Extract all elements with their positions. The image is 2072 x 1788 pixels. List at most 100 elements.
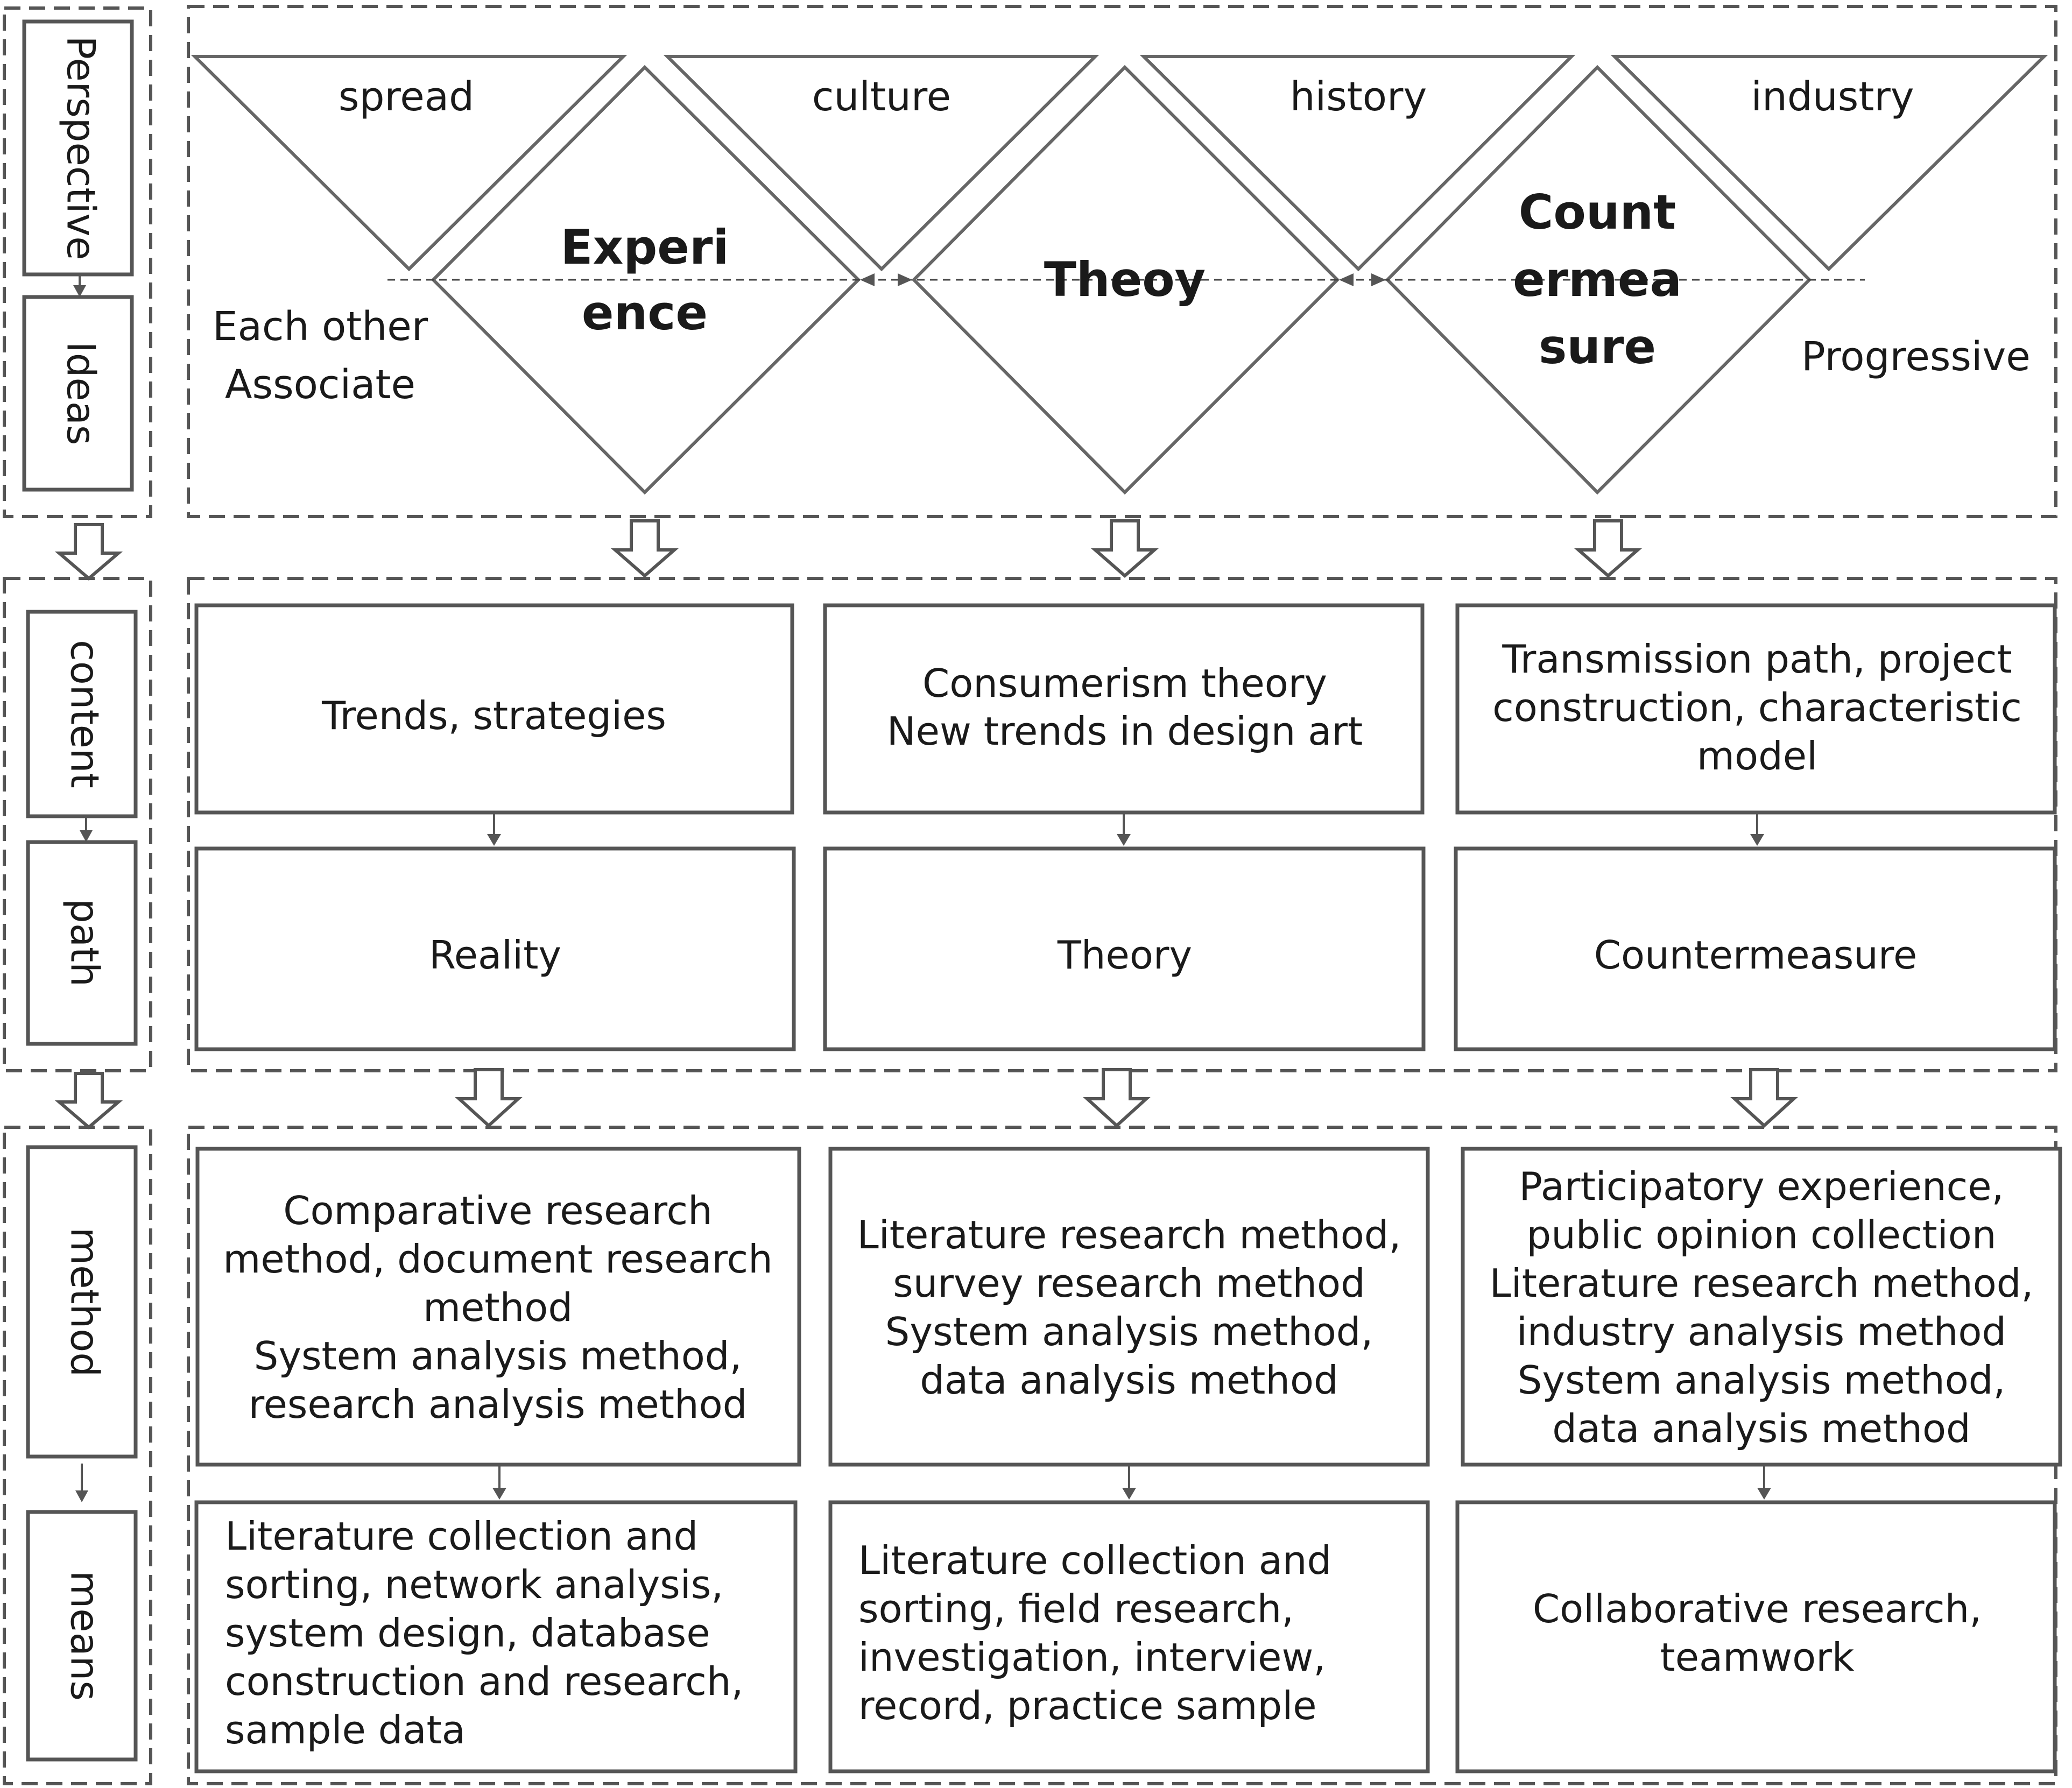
means-1-line-2: sorting, network analysis,	[225, 1562, 723, 1607]
content-box-2	[823, 603, 1425, 815]
hollow-arrow-theory-method	[1083, 1068, 1151, 1128]
path-theory: Theory	[1057, 932, 1192, 978]
label-perspective-text: Perspective	[58, 36, 103, 260]
method-3-line-5: System analysis method,	[1518, 1358, 2006, 1403]
content-3-line-3: model	[1697, 733, 1817, 779]
hollow-arrow-countermeasure-method	[1730, 1068, 1798, 1128]
content-box-1	[194, 603, 794, 815]
note-each-other: Each other	[213, 303, 428, 350]
label-path-text: path	[62, 899, 107, 987]
method-2-line-4: data analysis method	[920, 1358, 1338, 1403]
connectors-method-means	[492, 1466, 1771, 1500]
label-ideas: Ideas	[22, 295, 134, 492]
content-boxes	[194, 603, 2057, 815]
means-2-line-3: investigation, interview,	[858, 1635, 1326, 1680]
path-box-2	[823, 846, 1426, 1051]
label-path: path	[26, 840, 138, 1046]
content-1-line-1: Trends, strategies	[321, 693, 666, 738]
means-box-1	[194, 1500, 798, 1773]
left-connector-perspective-ideas	[73, 274, 86, 297]
hollow-arrows-ideas-to-content	[611, 519, 1642, 578]
hollow-arrows-path-to-method	[455, 1068, 1798, 1128]
label-means-text: means	[62, 1571, 107, 1701]
path-box-1	[194, 846, 796, 1051]
perspective-spread: spread	[339, 74, 474, 120]
diamond-theory-line-1: Theoy	[1044, 252, 1206, 307]
left-connector-content-path	[80, 816, 93, 842]
diamond-countermeasure-line-1: Count	[1519, 185, 1676, 240]
method-2-line-3: System analysis method,	[885, 1309, 1373, 1354]
hollow-arrow-left-1	[54, 523, 123, 581]
means-box-2	[828, 1500, 1430, 1773]
triangle-history	[1139, 55, 1576, 272]
means-1-line-5: sample data	[225, 1707, 466, 1752]
left-frame-perspective	[3, 6, 152, 518]
content-2-line-2: New trends in design art	[887, 709, 1363, 754]
bottom-frame-method	[187, 1126, 2057, 1785]
hollow-arrow-reality	[455, 1068, 523, 1128]
perspective-culture: culture	[812, 74, 951, 120]
means-3-line-1: Collaborative research,	[1533, 1586, 1982, 1631]
means-1-line-4: construction and research,	[225, 1659, 743, 1704]
path-reality: Reality	[429, 932, 561, 978]
method-1-line-4: System analysis method,	[254, 1333, 742, 1379]
method-3-line-4: industry analysis method	[1517, 1309, 2006, 1354]
double-arrow-left-a	[860, 273, 875, 286]
hollow-arrow-experience	[611, 519, 679, 578]
method-box-2	[828, 1147, 1430, 1467]
means-2-line-4: record, practice sample	[858, 1683, 1317, 1728]
path-countermeasure: Countermeasure	[1594, 932, 1917, 978]
perspective-triangles	[191, 55, 2048, 272]
diamond-countermeasure-line-2: ermea	[1513, 252, 1682, 307]
diamond-countermeasure-line-3: sure	[1539, 319, 1656, 374]
path-box-3	[1454, 846, 2057, 1051]
means-2-line-2: sorting, field research,	[858, 1586, 1294, 1631]
connectors-content-path	[487, 814, 1764, 846]
triangle-spread	[191, 55, 628, 272]
diamond-countermeasure	[1385, 65, 1812, 495]
means-2-line-1: Literature collection and	[858, 1538, 1331, 1583]
hollow-arrow-left-2	[54, 1072, 123, 1129]
label-content: content	[26, 610, 138, 818]
label-means: means	[26, 1510, 138, 1762]
left-frame-method	[3, 1126, 152, 1785]
content-box-3	[1455, 603, 2057, 815]
method-box-1	[195, 1147, 801, 1467]
label-method: method	[26, 1145, 138, 1459]
method-3-line-3: Literature research method,	[1490, 1261, 2034, 1306]
label-method-text: method	[62, 1227, 107, 1377]
triangle-industry	[1610, 55, 2048, 272]
hollow-arrow-countermeasure	[1574, 519, 1642, 578]
method-1-line-1: Comparative research	[283, 1188, 713, 1233]
perspective-history: history	[1290, 74, 1427, 120]
means-1-line-1: Literature collection and	[225, 1514, 698, 1559]
method-1-line-2: method, document research	[223, 1236, 772, 1282]
method-1-line-3: method	[423, 1285, 573, 1330]
double-arrow-right-a	[1339, 273, 1354, 286]
method-2-line-1: Literature research method,	[857, 1212, 1401, 1257]
triangle-culture	[663, 55, 1100, 272]
label-perspective: Perspective	[22, 19, 134, 277]
method-1-line-5: research analysis method	[249, 1382, 748, 1427]
means-3-line-2: teamwork	[1660, 1635, 1854, 1680]
double-arrow-right-b	[1371, 273, 1386, 286]
left-connector-method-means	[75, 1464, 88, 1502]
means-box-3	[1455, 1500, 2057, 1773]
perspective-industry: industry	[1751, 74, 1914, 120]
content-2-line-1: Consumerism theory	[922, 661, 1327, 706]
method-2-line-2: survey research method	[893, 1261, 1365, 1306]
idea-midline	[387, 273, 1865, 286]
method-3-line-6: data analysis method	[1552, 1406, 1971, 1451]
method-3-line-2: public opinion collection	[1527, 1212, 1997, 1257]
note-progressive: Progressive	[1801, 334, 2031, 380]
content-3-line-1: Transmission path, project	[1502, 637, 2012, 682]
method-3-line-1: Participatory experience,	[1519, 1164, 2004, 1209]
label-content-text: content	[62, 640, 107, 788]
hollow-arrow-theory	[1091, 519, 1159, 578]
means-1-line-3: system design, database	[225, 1610, 710, 1656]
method-box-3	[1461, 1147, 2062, 1467]
diamond-experience-line-1: Experi	[560, 220, 729, 275]
means-boxes	[194, 1500, 2057, 1773]
path-boxes	[194, 846, 2057, 1051]
